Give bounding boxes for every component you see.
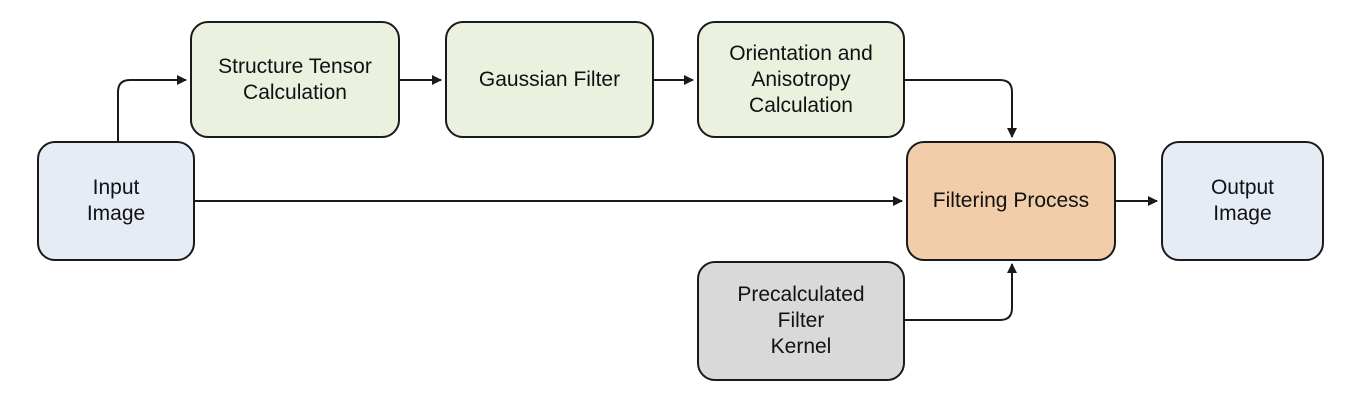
edge-orientation-to-filtering [905, 79, 1017, 138]
output-image-label: Output Image [1210, 176, 1275, 225]
input-image-label: Input Image [86, 176, 146, 225]
orientation-anisotropy-node: Orientation and Anisotropy Calculation [697, 21, 905, 138]
structure-tensor-label: Structure Tensor Calculation [218, 54, 372, 104]
gaussian-filter-label: Gaussian Filter [478, 67, 621, 91]
input-image-node: Input Image [37, 141, 195, 261]
structure-tensor-node: Structure Tensor Calculation [190, 21, 400, 138]
output-image-node: Output Image [1161, 141, 1324, 261]
precalculated-kernel-node: Precalculated Filter Kernel [697, 261, 905, 381]
edge-kernel-to-filtering [905, 263, 1017, 321]
precalculated-kernel-label: Precalculated Filter Kernel [737, 283, 865, 358]
gaussian-filter-node: Gaussian Filter [445, 21, 654, 138]
orientation-anisotropy-label: Orientation and Anisotropy Calculation [729, 41, 873, 117]
filtering-process-label: Filtering Process [932, 189, 1090, 212]
edge-input-to-structure-tensor [117, 75, 187, 141]
filtering-process-node: Filtering Process [906, 141, 1116, 261]
